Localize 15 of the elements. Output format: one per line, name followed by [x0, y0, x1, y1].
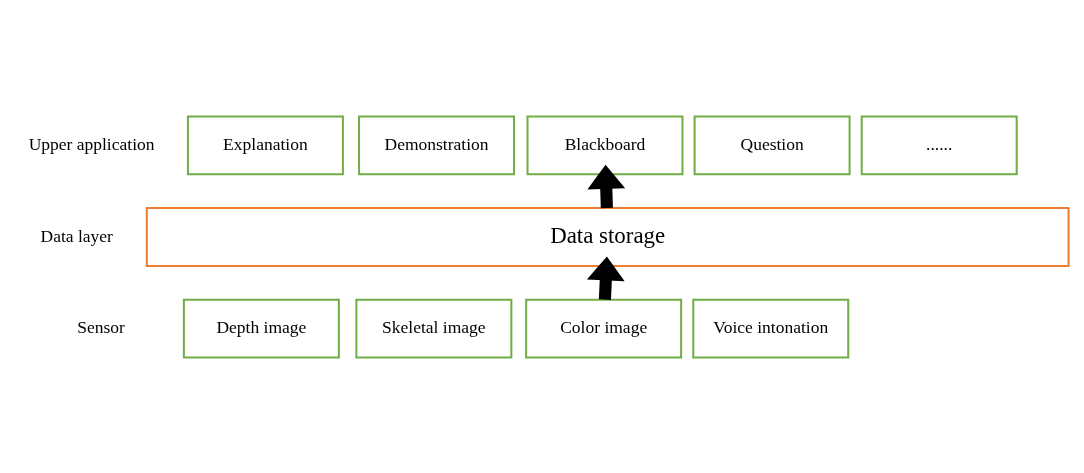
- node-box: Question: [693, 114, 851, 175]
- node-box: Explanation: [186, 114, 344, 175]
- node-box: Skeletal image: [355, 298, 513, 359]
- node-box: ......: [860, 114, 1018, 175]
- arrow: [586, 256, 625, 300]
- node-box: Voice intonation: [692, 298, 850, 359]
- label: Data layer: [40, 225, 113, 246]
- arrow: [587, 164, 626, 208]
- node-box: Depth image: [182, 298, 340, 359]
- node-box: Blackboard: [526, 114, 684, 175]
- label: Upper application: [28, 133, 155, 154]
- label: Sensor: [77, 316, 125, 337]
- node-box: Color image: [525, 298, 683, 359]
- node-box: Data storage: [145, 206, 1070, 267]
- node-box: Demonstration: [358, 114, 516, 175]
